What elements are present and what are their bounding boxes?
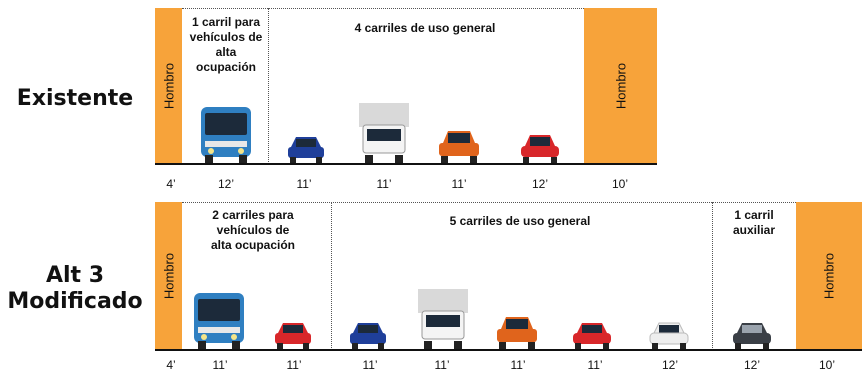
truck-icon	[418, 289, 468, 349]
lane-group-boundary	[182, 202, 796, 203]
lane-group-label-general: 4 carriles de uso general	[354, 21, 496, 35]
car-icon	[733, 323, 771, 349]
car-icon	[350, 323, 386, 349]
lane-width-label: 11’	[451, 177, 467, 191]
lane-width-label: 12’	[743, 358, 760, 372]
shoulder-label: Hombro	[161, 252, 176, 300]
lane-divider	[331, 202, 332, 350]
car-icon	[288, 137, 324, 163]
car-icon	[275, 323, 311, 349]
lane-width-label: 11’	[362, 358, 378, 372]
car-icon	[521, 135, 559, 163]
lane-group-label-hov: 2 carriles para vehículos de alta ocupac…	[210, 208, 296, 252]
lane-width-label: 11’	[376, 177, 392, 191]
lane-width-label: 12’	[217, 177, 234, 191]
lane-divider	[712, 202, 713, 350]
lane-divider	[268, 8, 269, 164]
lane-width-label: 11’	[587, 358, 603, 372]
lane-group-label-hov: 1 carril para vehículos de alta ocupació…	[189, 15, 263, 74]
shoulder-label: Hombro	[613, 62, 628, 110]
road-surface	[155, 349, 862, 351]
lane-width-label: 12’	[661, 358, 678, 372]
bus-icon	[201, 107, 251, 163]
lane-width-label: 11’	[434, 358, 450, 372]
lane-width-label: 11’	[510, 358, 526, 372]
truck-icon	[359, 103, 409, 163]
lane-width-label: 11’	[296, 177, 312, 191]
lane-group-boundary	[182, 8, 584, 9]
shoulder-left: Hombro	[155, 8, 182, 164]
lane-width-label: 4’	[166, 358, 176, 372]
car-icon	[439, 131, 479, 163]
bus-icon	[194, 293, 244, 349]
shoulder-right: Hombro	[796, 202, 862, 350]
lane-group-label-general: 5 carriles de uso general	[449, 214, 591, 228]
lane-width-label: 12’	[531, 177, 548, 191]
lane-width-label: 11’	[286, 358, 302, 372]
shoulder-label: Hombro	[821, 252, 837, 300]
car-icon	[573, 323, 611, 349]
section-title-alt3: Alt 3 Modificado	[7, 263, 143, 314]
lane-width-label: 10’	[818, 358, 835, 372]
lane-width-label: 10’	[611, 177, 628, 191]
lane-group-label-auxiliary: 1 carril auxiliar	[732, 208, 776, 237]
shoulder-label: Hombro	[161, 62, 176, 110]
shoulder-left: Hombro	[155, 202, 182, 350]
lane-width-label: 4’	[166, 177, 176, 191]
shoulder-right: Hombro	[584, 8, 657, 164]
car-icon	[649, 322, 689, 349]
lane-width-label: 11’	[212, 358, 228, 372]
section-title-existente: Existente	[16, 86, 134, 111]
road-surface	[155, 163, 657, 165]
car-icon	[497, 317, 537, 349]
